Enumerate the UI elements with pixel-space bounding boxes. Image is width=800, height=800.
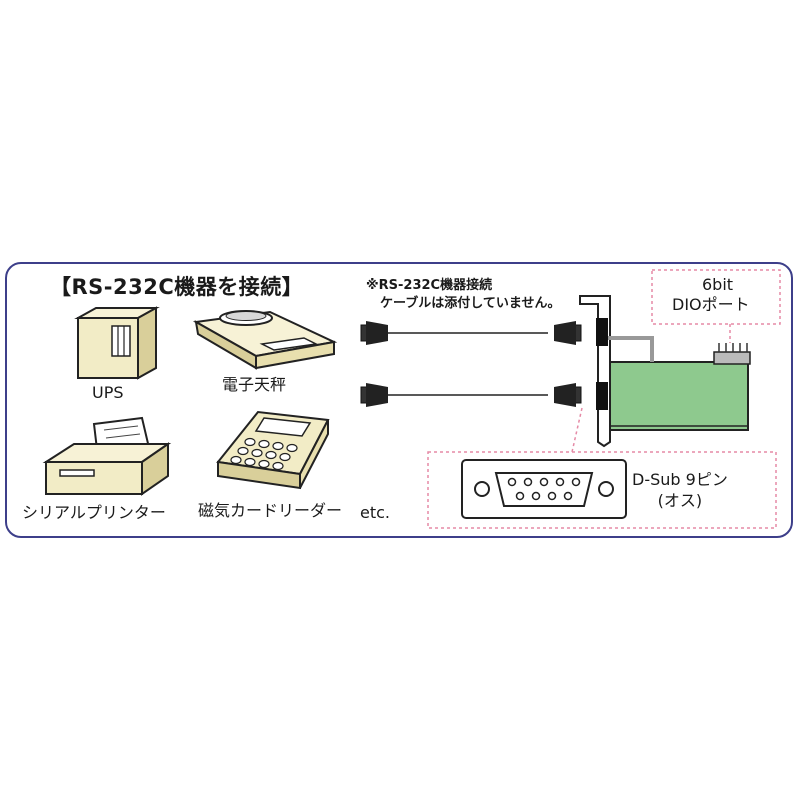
dio-label-line1: 6bit (702, 275, 734, 294)
dsub-connector-icon (461, 459, 627, 519)
diagram-title: 【RS-232C機器を接続】 (50, 275, 304, 299)
dio-label: 6bit DIOポート (672, 275, 750, 315)
dsub-label-line2: (オス) (657, 490, 703, 510)
card-reader-label: 磁気カードリーダー (198, 501, 343, 520)
cable-note: ※RS-232C機器接続 ケーブルは添付していません。 (366, 277, 560, 312)
etc-label: etc. (360, 503, 390, 522)
cable-bottom (360, 383, 582, 407)
card-reader-icon (216, 410, 330, 490)
dsub-label-line1: D-Sub 9ピン (632, 470, 728, 489)
cable-note-line1: ※RS-232C機器接続 (366, 278, 493, 293)
scale-label: 電子天秤 (222, 375, 287, 394)
cable-top (360, 321, 582, 345)
cable-note-line2: ケーブルは添付していません。 (380, 295, 561, 311)
dsub-label: D-Sub 9ピン (オス) (632, 470, 728, 512)
pci-board (579, 295, 751, 448)
printer-label: シリアルプリンター (22, 503, 166, 522)
dsub-callout (427, 451, 777, 529)
ups-label: UPS (92, 383, 124, 402)
dio-callout (651, 269, 781, 325)
printer-icon (42, 416, 172, 496)
scale-icon (192, 310, 338, 370)
dio-label-line2: DIOポート (672, 295, 750, 314)
ups-icon (74, 306, 160, 380)
